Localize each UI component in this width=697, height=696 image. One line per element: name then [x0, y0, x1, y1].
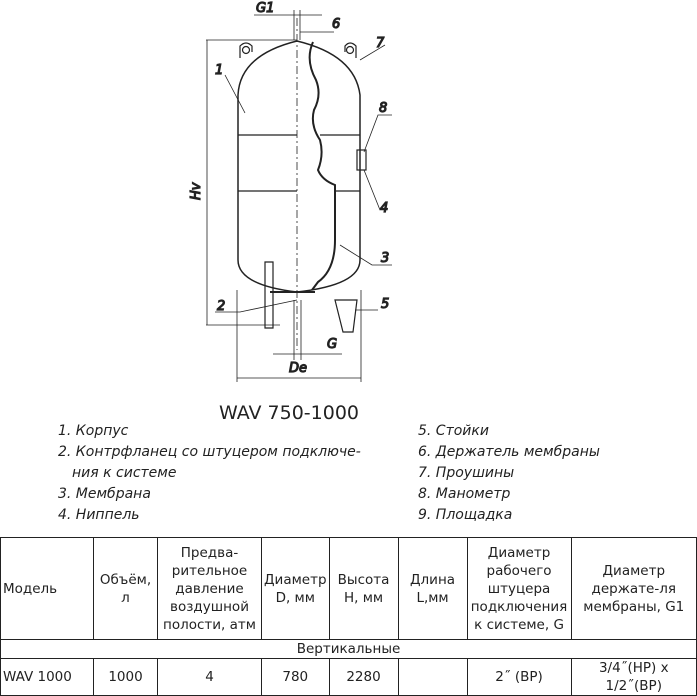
legend-item: ния к системе: [72, 465, 177, 481]
label-6: 6: [332, 17, 340, 32]
label-g: G: [327, 337, 337, 352]
header-cell: Предва-рительное давление воздушной поло…: [157, 537, 262, 640]
label-g1: G1: [256, 1, 274, 16]
label-7: 7: [376, 36, 385, 51]
legend-item: 5. Стойки: [418, 423, 489, 439]
legend-item: 2. Контрфланец со штуцером подключе-: [58, 444, 361, 460]
cell: 4: [157, 658, 262, 696]
legend-item: 3. Мембрана: [58, 486, 151, 502]
label-de: De: [289, 361, 307, 376]
dimensions: [206, 10, 392, 382]
header-cell: Диаметр рабочего штуцера подключения к с…: [466, 537, 572, 640]
tank-drawing: G1 6 7 1 8 Hv 4 3 2 5 G De: [188, 0, 392, 382]
legend-item: 9. Площадка: [418, 507, 513, 523]
tank-body: [237, 18, 367, 350]
table-row: WAV 1000 1000 4 780 2280 2˝ (ВР) 3/4˝(НР…: [0, 658, 697, 696]
header-cell: Диаметр держате-ля мембраны, G1: [570, 537, 697, 640]
header-cell: Модель: [0, 537, 94, 640]
label-5: 5: [381, 297, 389, 312]
label-hv: Hv: [189, 182, 204, 200]
legend-right: 5. Стойки 6. Держатель мембраны 7. Проуш…: [418, 421, 697, 526]
group-row: Вертикальные: [0, 639, 697, 659]
label-1: 1: [215, 63, 223, 78]
label-2: 2: [217, 299, 225, 314]
legend-item: 8. Манометр: [418, 486, 511, 502]
legend-item: 4. Ниппель: [58, 507, 140, 523]
legend-item: 6. Держатель мембраны: [418, 444, 600, 460]
cell: 2280: [328, 658, 399, 696]
header-cell: Длина L,мм: [397, 537, 468, 640]
group-label: Вертикальные: [0, 639, 697, 659]
cell: [397, 658, 468, 696]
cell: 780: [261, 658, 330, 696]
drawing-title: WAV 750-1000: [218, 402, 360, 424]
table-header-row: Модель Объём, л Предва-рительное давлени…: [0, 537, 697, 640]
label-8: 8: [379, 101, 387, 116]
header-cell: Высота H, мм: [328, 537, 399, 640]
header-cell: Диаметр D, мм: [261, 537, 330, 640]
cell: 2˝ (ВР): [466, 658, 572, 696]
cell: 1000: [93, 658, 158, 696]
label-4: 4: [380, 201, 388, 216]
header-cell: Объём, л: [93, 537, 158, 640]
legend-item: 7. Проушины: [418, 465, 515, 481]
cell: 3/4˝(НР) x 1/2˝(ВР): [570, 658, 697, 696]
cell: WAV 1000: [0, 658, 94, 696]
label-3: 3: [381, 251, 389, 266]
legend-item: 1. Корпус: [58, 423, 129, 439]
legend-left: 1. Корпус 2. Контрфланец со штуцером под…: [58, 421, 398, 526]
spec-table: Модель Объём, л Предва-рительное давлени…: [0, 537, 697, 696]
